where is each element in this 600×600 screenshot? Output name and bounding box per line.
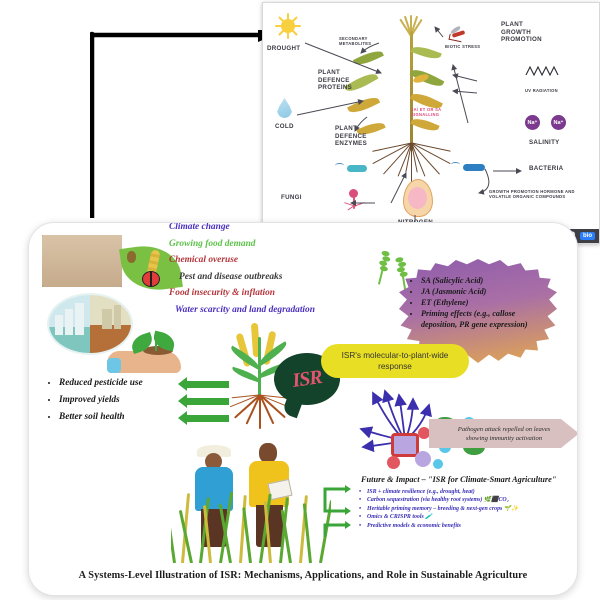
bacteria-rod-icon <box>463 164 485 171</box>
problem-item: Climate change <box>169 222 230 232</box>
biorender-label-fungi: FUNGI <box>281 194 302 201</box>
mechanism-item: ET (Ethylene) <box>421 297 547 308</box>
problem-item: Chemical overuse <box>169 255 239 265</box>
bacteria-rod-icon <box>347 165 367 172</box>
pathogen-icon <box>391 433 419 457</box>
figure-caption: A Systems-Level Illustration of ISR: Mec… <box>78 570 528 581</box>
biorender-label-plant-defence-proteins: PLANT DEFENCE PROTEINS <box>318 69 353 91</box>
benefit-item: Improved yields <box>59 392 205 409</box>
biorender-panel: DROUGHT COLD FUNGI <box>262 2 600 244</box>
uv-wave-icon <box>525 65 559 77</box>
future-impact-heading: Future & Impact – "ISR for Climate-Smart… <box>361 475 557 484</box>
biorender-label-plant-defence-enzymes: PLANT DEFENCE ENZYMES <box>335 125 368 147</box>
pathogen-icon <box>415 451 431 467</box>
biorender-label-growth-promotion: GROWTH PROMOTION HORMONE AND VOLATILE OR… <box>489 189 575 200</box>
benefit-arrow <box>178 377 229 391</box>
pest-leaf-image <box>119 241 183 295</box>
bacteria-flagellum <box>335 163 344 168</box>
pathogen-icon <box>418 427 430 439</box>
sun-icon <box>275 13 301 39</box>
maize-roots <box>363 142 463 203</box>
isr-response-pill: ISR's molecular-to-plant-wide response <box>321 344 469 378</box>
field-grass <box>171 485 331 563</box>
biorender-arrow-group <box>296 26 522 232</box>
hand-holding-seedling-image <box>107 319 185 373</box>
connector-arrow <box>90 30 274 218</box>
farmers-in-field-image <box>171 423 331 563</box>
biorender-label-uv-radiation: UV RADIATION <box>525 88 558 93</box>
maize-tassel <box>399 13 424 37</box>
future-impact-item: ISR + climate resilience (e.g., drought,… <box>359 488 577 497</box>
future-impact-item: Heritable priming memory – breeding & ne… <box>359 505 577 514</box>
virus-icon <box>433 459 443 469</box>
future-impact-item: Carbon sequestration (via healthy root s… <box>359 496 577 505</box>
biorender-label-secondary-metabolites: SECONDARY METABOLITES <box>339 36 372 47</box>
biorender-logo-chip: bio <box>580 232 595 240</box>
biorender-label-plant-growth-promotion: PLANT GROWTH PROMOTION <box>501 21 542 43</box>
biorender-label-salinity: SALINITY <box>529 139 560 146</box>
benefit-item: Better soil health <box>59 409 205 426</box>
isr-response-text: ISR's molecular-to-plant-wide response <box>342 350 449 372</box>
problems-list: Climate change Growing food demand Chemi… <box>169 222 399 318</box>
biorender-label-cold: COLD <box>275 123 294 130</box>
crop-roots <box>226 394 296 440</box>
biorender-label-biotic-stress: BIOTIC STRESS <box>445 44 481 49</box>
future-impact-arrow <box>323 485 351 537</box>
sodium-ion-icon: Na⁺ <box>551 115 566 130</box>
benefits-list: Reduced pesticide use Improved yields Be… <box>45 375 205 426</box>
sodium-ion-icon: Na⁺ <box>525 115 540 130</box>
benefit-item: Reduced pesticide use <box>59 375 205 392</box>
bacteria-flagellum <box>451 162 460 167</box>
future-impact-item: Predictive models & economic benefits <box>359 522 577 531</box>
crop-plant-illustration <box>214 322 304 443</box>
cracked-soil-image <box>42 235 122 287</box>
problem-item: Food insecurity & inflation <box>169 288 276 298</box>
root-nodule <box>403 179 433 217</box>
crop-stem <box>258 337 261 397</box>
mechanism-item: SA (Salicylic Acid) <box>421 275 547 286</box>
biorender-label-signalling: JA/ ET OR SA SIGNALLING <box>411 107 442 118</box>
pollution-vs-nature-image <box>47 293 133 355</box>
problem-item: Pest and disease outbreaks <box>179 271 283 282</box>
isr-response-line2: response <box>378 362 412 371</box>
pathogen-banner: Pathogen attack repelled on leaves showi… <box>429 419 577 448</box>
pathogen-banner-line2: showing immunity activation <box>465 434 543 442</box>
pathogen-banner-line1: Pathogen attack repelled on leaves <box>457 425 551 433</box>
future-impact-section: Future & Impact – "ISR for Climate-Smart… <box>347 475 577 531</box>
pathogen-banner-text: Pathogen attack repelled on leaves showi… <box>458 425 550 443</box>
mechanism-item: Priming effects (e.g., callose depositio… <box>421 308 547 330</box>
problem-item: Growing food demand <box>169 238 256 249</box>
main-illustration-card: Climate change Growing food demand Chemi… <box>28 222 578 596</box>
problem-item: Water scarcity and land degradation <box>175 304 315 315</box>
biorender-label-drought: DROUGHT <box>267 45 301 52</box>
pathogen-icon <box>387 456 400 469</box>
benefit-arrow <box>178 394 229 408</box>
biorender-label-bacteria: BACTERIA <box>529 165 564 172</box>
future-impact-item: Omics & CRISPR tools 🧪 <box>359 513 577 522</box>
isr-response-line1: ISR's molecular-to-plant-wide <box>341 351 449 360</box>
maize-stem <box>410 31 413 151</box>
mechanism-item: JA (Jasmonic Acid) <box>421 286 547 297</box>
benefit-arrow <box>178 411 229 425</box>
